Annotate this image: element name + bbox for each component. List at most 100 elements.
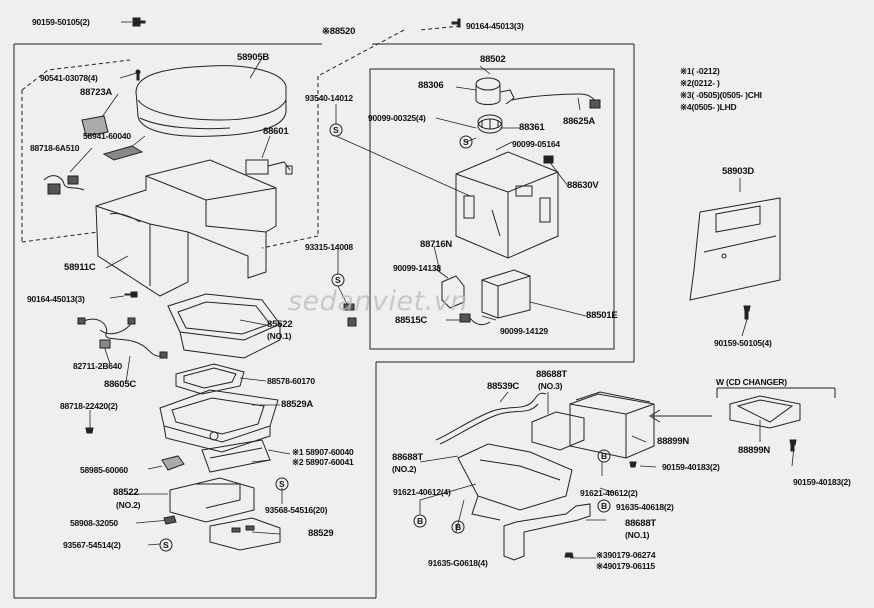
sensor-88515c [459,313,491,326]
part-label-w-cd-changer: W (CD CHANGER) [716,377,787,387]
part-label-90541-03078: 90541-03078(4) [40,73,98,83]
plate-58907 [201,439,271,473]
part-label-91635-g0618: 91635-G0618(4) [428,558,488,568]
part-label-88529: 88529 [308,528,334,539]
pad-58941 [102,145,144,161]
part-label-58905b: 58905B [237,52,270,63]
s-marker: S [335,275,341,285]
leader-lines [69,21,795,559]
bracket-88688t-no2 [457,443,573,521]
part-label-91621-40612: 91621-40612(4) [393,487,451,497]
part-58908 [163,515,177,525]
part-label-88630v: 88630V [567,180,599,191]
heater-88716n [441,275,465,309]
part-label-88688t: 88688T [392,452,424,463]
part-label-88515c: 88515C [395,315,428,326]
part-label-90179-06115: ※490179-06115 [596,561,655,571]
part-label-88578-60170: 88578-60170 [267,376,315,386]
bracket-88688t-no1 [503,503,591,561]
box-88899n [569,391,655,459]
part-label-no3: (NO.3) [538,381,563,391]
part-label-88502: 88502 [480,54,506,65]
cd-changer-bracket [716,387,836,398]
part-label-91635-40618: 91635-40618(2) [616,502,674,512]
part-label-58908-32050: 58908-32050 [70,518,118,528]
watermark: sedanviet.vn [288,286,468,317]
clip-93315 [343,303,357,327]
note-4: ※4(0505- )LHD [680,102,737,112]
pad-88723a [81,115,109,137]
part-label-88718-22420: 88718-22420(2) [60,401,118,411]
arrow-icon [649,409,712,423]
part-label-91621-40612: 91621-40612(2) [580,488,638,498]
part-label-90099-14138: 90099-14138 [393,263,441,273]
part-label-93540-14012: 93540-14012 [305,93,353,103]
note-2: ※2(0212- ) [680,78,720,88]
part-label-90099-00325: 90099-00325(4) [368,113,426,123]
part-label-85522: 85522 [267,319,293,330]
part-label-93568-54516: 93568-54516(20) [265,505,328,515]
part-label-88625a: 88625A [563,116,596,127]
console-box-drawing [95,159,277,297]
tray-cd-changer [729,395,801,429]
part-label-90164-45013: 90164-45013(3) [27,294,85,304]
motor-88306 [475,77,515,105]
s-marker: S [163,540,169,550]
b-marker: B [601,501,607,511]
part-label-58911c: 58911C [64,262,96,273]
part-label-90159-40183: 90159-40183(2) [793,477,851,487]
part-label-88529a: 88529A [281,399,314,410]
part-label-no1: (NO.1) [625,530,650,540]
part-label-90099-14129: 90099-14129 [500,326,548,336]
group-box-88502 [369,68,615,350]
part-label-88539c: 88539C [487,381,520,392]
tray-85522-no1 [167,293,281,359]
part-label-90159-40183: 90159-40183(2) [662,462,720,472]
marker-circles [159,123,611,552]
unit-88501e [481,269,531,319]
part-label-88522: 88522 [113,487,139,498]
part-label-no2: (NO.2) [116,500,141,510]
part-label-no2: (NO.2) [392,464,417,474]
part-label-88716n: 88716N [420,239,453,250]
part-label-88520: ※88520 [322,26,356,37]
part-label-93315-14008: 93315-14008 [305,242,353,252]
part-label-58985-60060: 58985-60060 [80,465,128,475]
panel-58903d [689,197,781,301]
switch-88601 [245,159,293,175]
note-1: ※1( -0212) [680,66,720,76]
part-label-90164-45013: 90164-45013(3) [466,21,524,31]
wiring-82711 [77,317,168,359]
block-88688t-no3 [531,411,585,451]
part-label-88718-6a510: 88718-6A510 [30,143,80,153]
group-box-88520 [13,43,635,599]
grommet-82711 [99,339,111,349]
part-label-90099-05164: 90099-05164 [512,139,560,149]
part-label-93567-54514: 93567-54514(2) [63,540,121,550]
note-3: ※3( -0505)(0505- )CHI [680,90,762,100]
part-label-88306: 88306 [418,80,444,91]
frame-88529a [159,389,279,453]
cool-box-88630v [455,151,559,259]
part-label-88723a: 88723A [80,87,113,98]
part-label-58907-60040: ※1 58907-60040 [292,447,354,457]
b-marker: B [601,451,607,461]
fastener-icons [85,17,797,558]
cable-88539c [435,392,547,445]
s-marker: S [333,125,339,135]
part-label-88688t: 88688T [536,369,568,380]
mat-88529 [209,517,281,551]
fan-88361 [477,114,503,134]
part-label-no1: (NO.1) [267,331,292,341]
clip-58985 [161,455,185,471]
part-label-88361: 88361 [519,122,545,133]
s-marker: S [463,137,469,147]
part-label-58903d: 58903D [722,166,755,177]
b-marker: B [417,516,423,526]
gasket-88578 [175,363,245,395]
b-marker: B [455,522,461,532]
tray-88522-no2 [169,477,255,523]
part-label-90159-50105: 90159-50105(4) [714,338,772,348]
part-label-58907-60041: ※2 58907-60041 [292,457,354,467]
